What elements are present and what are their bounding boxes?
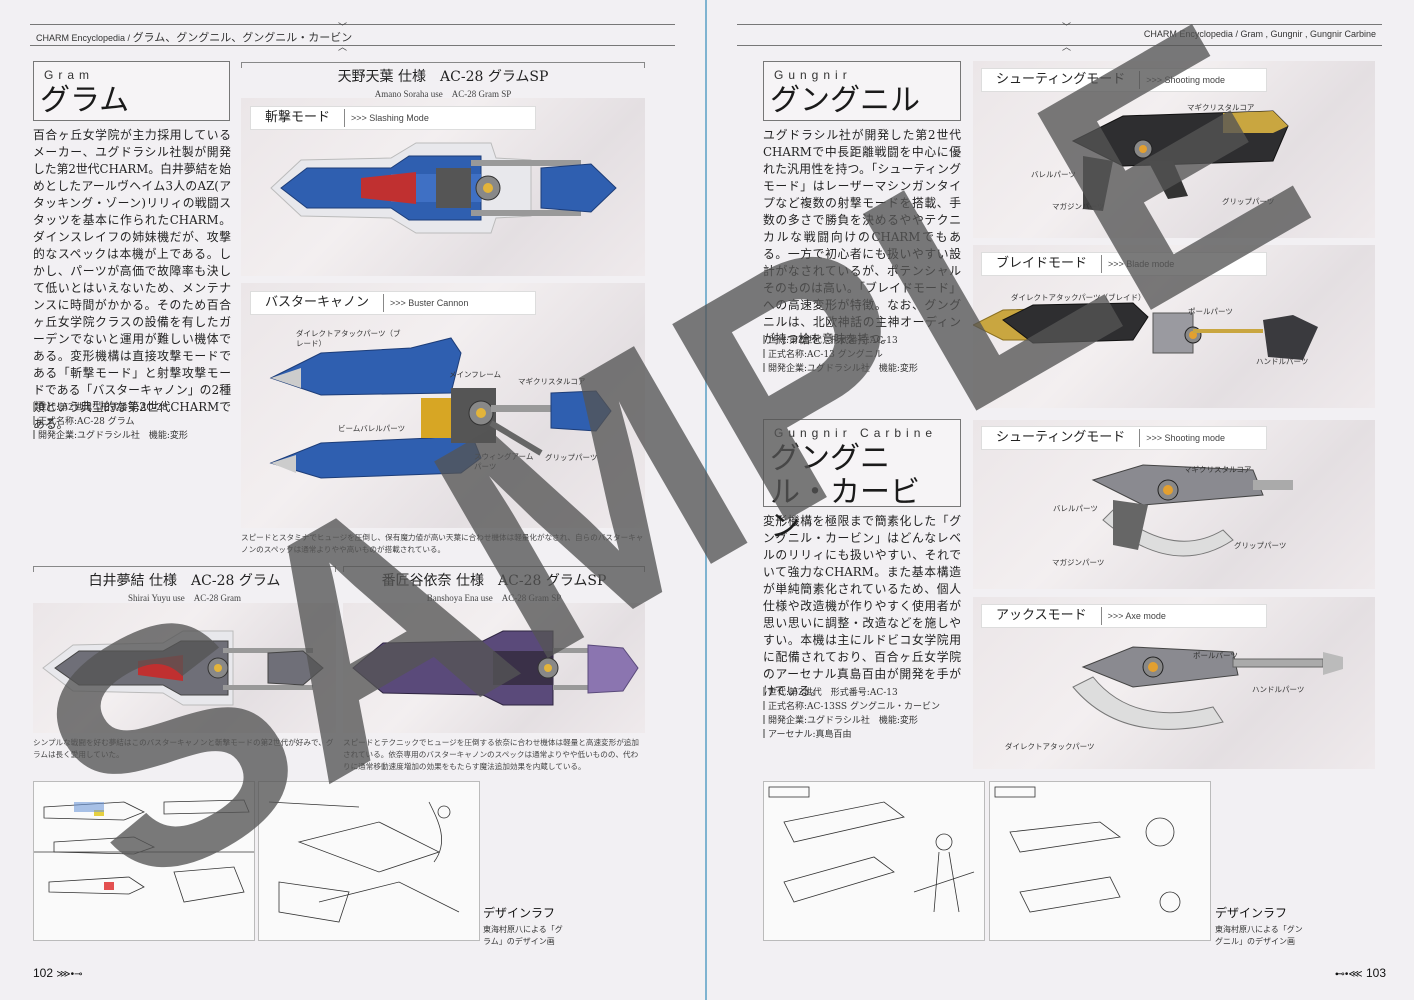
gram-design-sketch-2 — [258, 781, 480, 941]
gram-title-box: Gram グラム — [33, 61, 230, 121]
left-page: ﹀ ︿ CHARM Encyclopedia / グラム、グングニル、グングニル… — [0, 0, 707, 1000]
gram-description: 百合ヶ丘女学院が主力採用しているメーカー、ユグドラシル社製が開発した第2世代CH… — [33, 128, 231, 431]
chevron-down-icon: ﹀ — [338, 23, 348, 33]
callout-barrel: バレルパーツ — [1031, 170, 1076, 179]
ena-photo-caption: スピードとテクニックでヒュージを圧倒する依奈に合わせ機体は軽量と高速変形が追加さ… — [343, 738, 639, 771]
breadcrumb: CHARM Encyclopedia / グラム、グングニル、グングニル・カービ… — [32, 29, 357, 45]
breadcrumb: CHARM Encyclopedia / Gram , Gungnir , Gu… — [1139, 29, 1380, 39]
gungnir-design-sketch-1 — [763, 781, 985, 941]
gungnir-carbine-title-jp: グングニル・カービン — [770, 441, 920, 544]
callout-pole: ポールパーツ — [1193, 651, 1238, 660]
yuyu-gram-heading: 白井夢結 仕様 AC-28 グラム Shirai Yuyu use AC-28 … — [88, 573, 281, 603]
callout-magazine: マガジンパーツ — [1052, 202, 1105, 211]
gungnir-design-sketch-2 — [989, 781, 1211, 941]
soraha-gram-heading: 天野天葉 仕様 AC-28 グラムSP Amano Soraha use AC-… — [337, 69, 549, 99]
chevron-up-icon: ︿ — [338, 43, 348, 53]
gram-sp-slashing-photo — [241, 98, 645, 276]
callout-magi-crystal-core: マギクリスタルコア — [518, 377, 586, 386]
gungnir-specs: 世代:第2世代 形式番号:AC-13 正式名称:AC-13 グングニル 開発企業… — [763, 334, 961, 376]
callout-handle: ハンドルパーツ — [1252, 685, 1305, 694]
soraha-photo-caption: スピードとスタミナでヒュージを圧倒し、保有魔力値が高い天葉に合わせ機体は軽量化が… — [241, 533, 644, 554]
carbine-axe-mode-label: アックスモード>>> Axe mode — [981, 604, 1267, 628]
gram-specs: 世代:第2世代 形式番号:AC-28 正式名称:AC-28 グラム 開発企業:ユ… — [33, 401, 231, 443]
callout-swing-arm: スウィングアームパーツ — [474, 452, 534, 471]
right-header: ﹀ ︿ CHARM Encyclopedia / Gram , Gungnir … — [737, 20, 1382, 53]
gram-design-sketch-1 — [33, 781, 255, 941]
gram-design-note: デザインラフ 東海村原八による「グラム」のデザイン画 — [483, 906, 563, 946]
gungnir-design-note: デザインラフ 東海村原八による「グングニル」のデザイン画 — [1215, 906, 1303, 946]
page-number-left: 102 ⋙•⊸ — [33, 966, 83, 980]
callout-direct-attack-blade: ダイレクトアタックパーツ（ブレイド） — [1011, 293, 1146, 302]
yuyu-gram-photo — [33, 603, 336, 733]
gungnir-shooting-mode-label: シューティングモード>>> Shooting mode — [981, 68, 1267, 92]
left-header: ﹀ ︿ CHARM Encyclopedia / グラム、グングニル、グングニル… — [30, 20, 675, 53]
callout-magazine: マガジンパーツ — [1052, 558, 1105, 567]
ornament-icon: ⊷•⋘ — [1334, 969, 1363, 980]
page-gutter — [705, 0, 707, 1000]
ornament-icon: ⋙•⊸ — [56, 969, 83, 980]
gungnir-carbine-specs: 世代:第2世代 形式番号:AC-13 正式名称:AC-13SS グングニル・カー… — [763, 686, 961, 742]
ena-gram-heading: 番匠谷依奈 仕様 AC-28 グラムSP Banshoya Ena use AC… — [381, 573, 607, 603]
gram-title-jp: グラム — [40, 83, 130, 118]
right-page: ﹀ ︿ CHARM Encyclopedia / Gram , Gungnir … — [707, 0, 1414, 1000]
chevron-up-icon: ︿ — [1062, 43, 1072, 53]
callout-beam-barrel: ビームバレルパーツ — [338, 424, 406, 433]
gungnir-carbine-description: 変形機構を極限まで簡素化した「グングニル・カービン」はどんなレベルのリリィにも扱… — [763, 514, 961, 698]
callout-magi-crystal-core: マギクリスタルコア — [1184, 465, 1252, 474]
gungnir-description: ユグドラシル社が開発した第2世代CHARMで中長距離戦闘を中心に優れた汎用性を持… — [763, 128, 961, 346]
buster-cannon-mode-label: バスターキャノン>>> Buster Cannon — [250, 291, 536, 315]
gungnir-title-en: Gungnir — [774, 68, 852, 82]
callout-grip: グリップパーツ — [545, 453, 598, 462]
slashing-mode-label: 斬撃モード>>> Slashing Mode — [250, 106, 536, 130]
ena-gram-photo — [343, 603, 645, 733]
carbine-shooting-mode-label: シューティングモード>>> Shooting mode — [981, 426, 1267, 450]
callout-pole: ポールパーツ — [1188, 307, 1233, 316]
page-number-right: ⊷•⋘ 103 — [1334, 966, 1386, 980]
chevron-down-icon: ﹀ — [1062, 23, 1072, 33]
gram-sp-buster-photo — [241, 283, 645, 528]
gungnir-carbine-title-box: Gungnir Carbine グングニル・カービン — [763, 419, 961, 544]
callout-magi-crystal-core: マギクリスタルコア — [1187, 103, 1255, 112]
callout-direct-attack: ダイレクトアタックパーツ — [1005, 742, 1095, 751]
gungnir-blade-mode-label: ブレイドモード>>> Blade mode — [981, 252, 1267, 276]
gram-title-en: Gram — [44, 68, 94, 82]
gungnir-title-jp: グングニル — [770, 83, 920, 118]
yuyu-photo-caption: シンプルな戦闘を好む夢結はこのバスターキャノンと斬撃モードの第2世代が好みで、グ… — [33, 738, 334, 759]
callout-handle: ハンドルパーツ — [1256, 357, 1309, 366]
callout-grip: グリップパーツ — [1222, 197, 1275, 206]
callout-direct-attack-blade: ダイレクトアタックパーツ（ブレード） — [296, 329, 401, 348]
callout-barrel: バレルパーツ — [1053, 504, 1098, 513]
gungnir-carbine-title-en: Gungnir Carbine — [774, 426, 938, 440]
callout-main-frame: メインフレーム — [449, 370, 502, 379]
gungnir-title-box: Gungnir グングニル — [763, 61, 961, 121]
callout-grip: グリップパーツ — [1234, 541, 1287, 550]
